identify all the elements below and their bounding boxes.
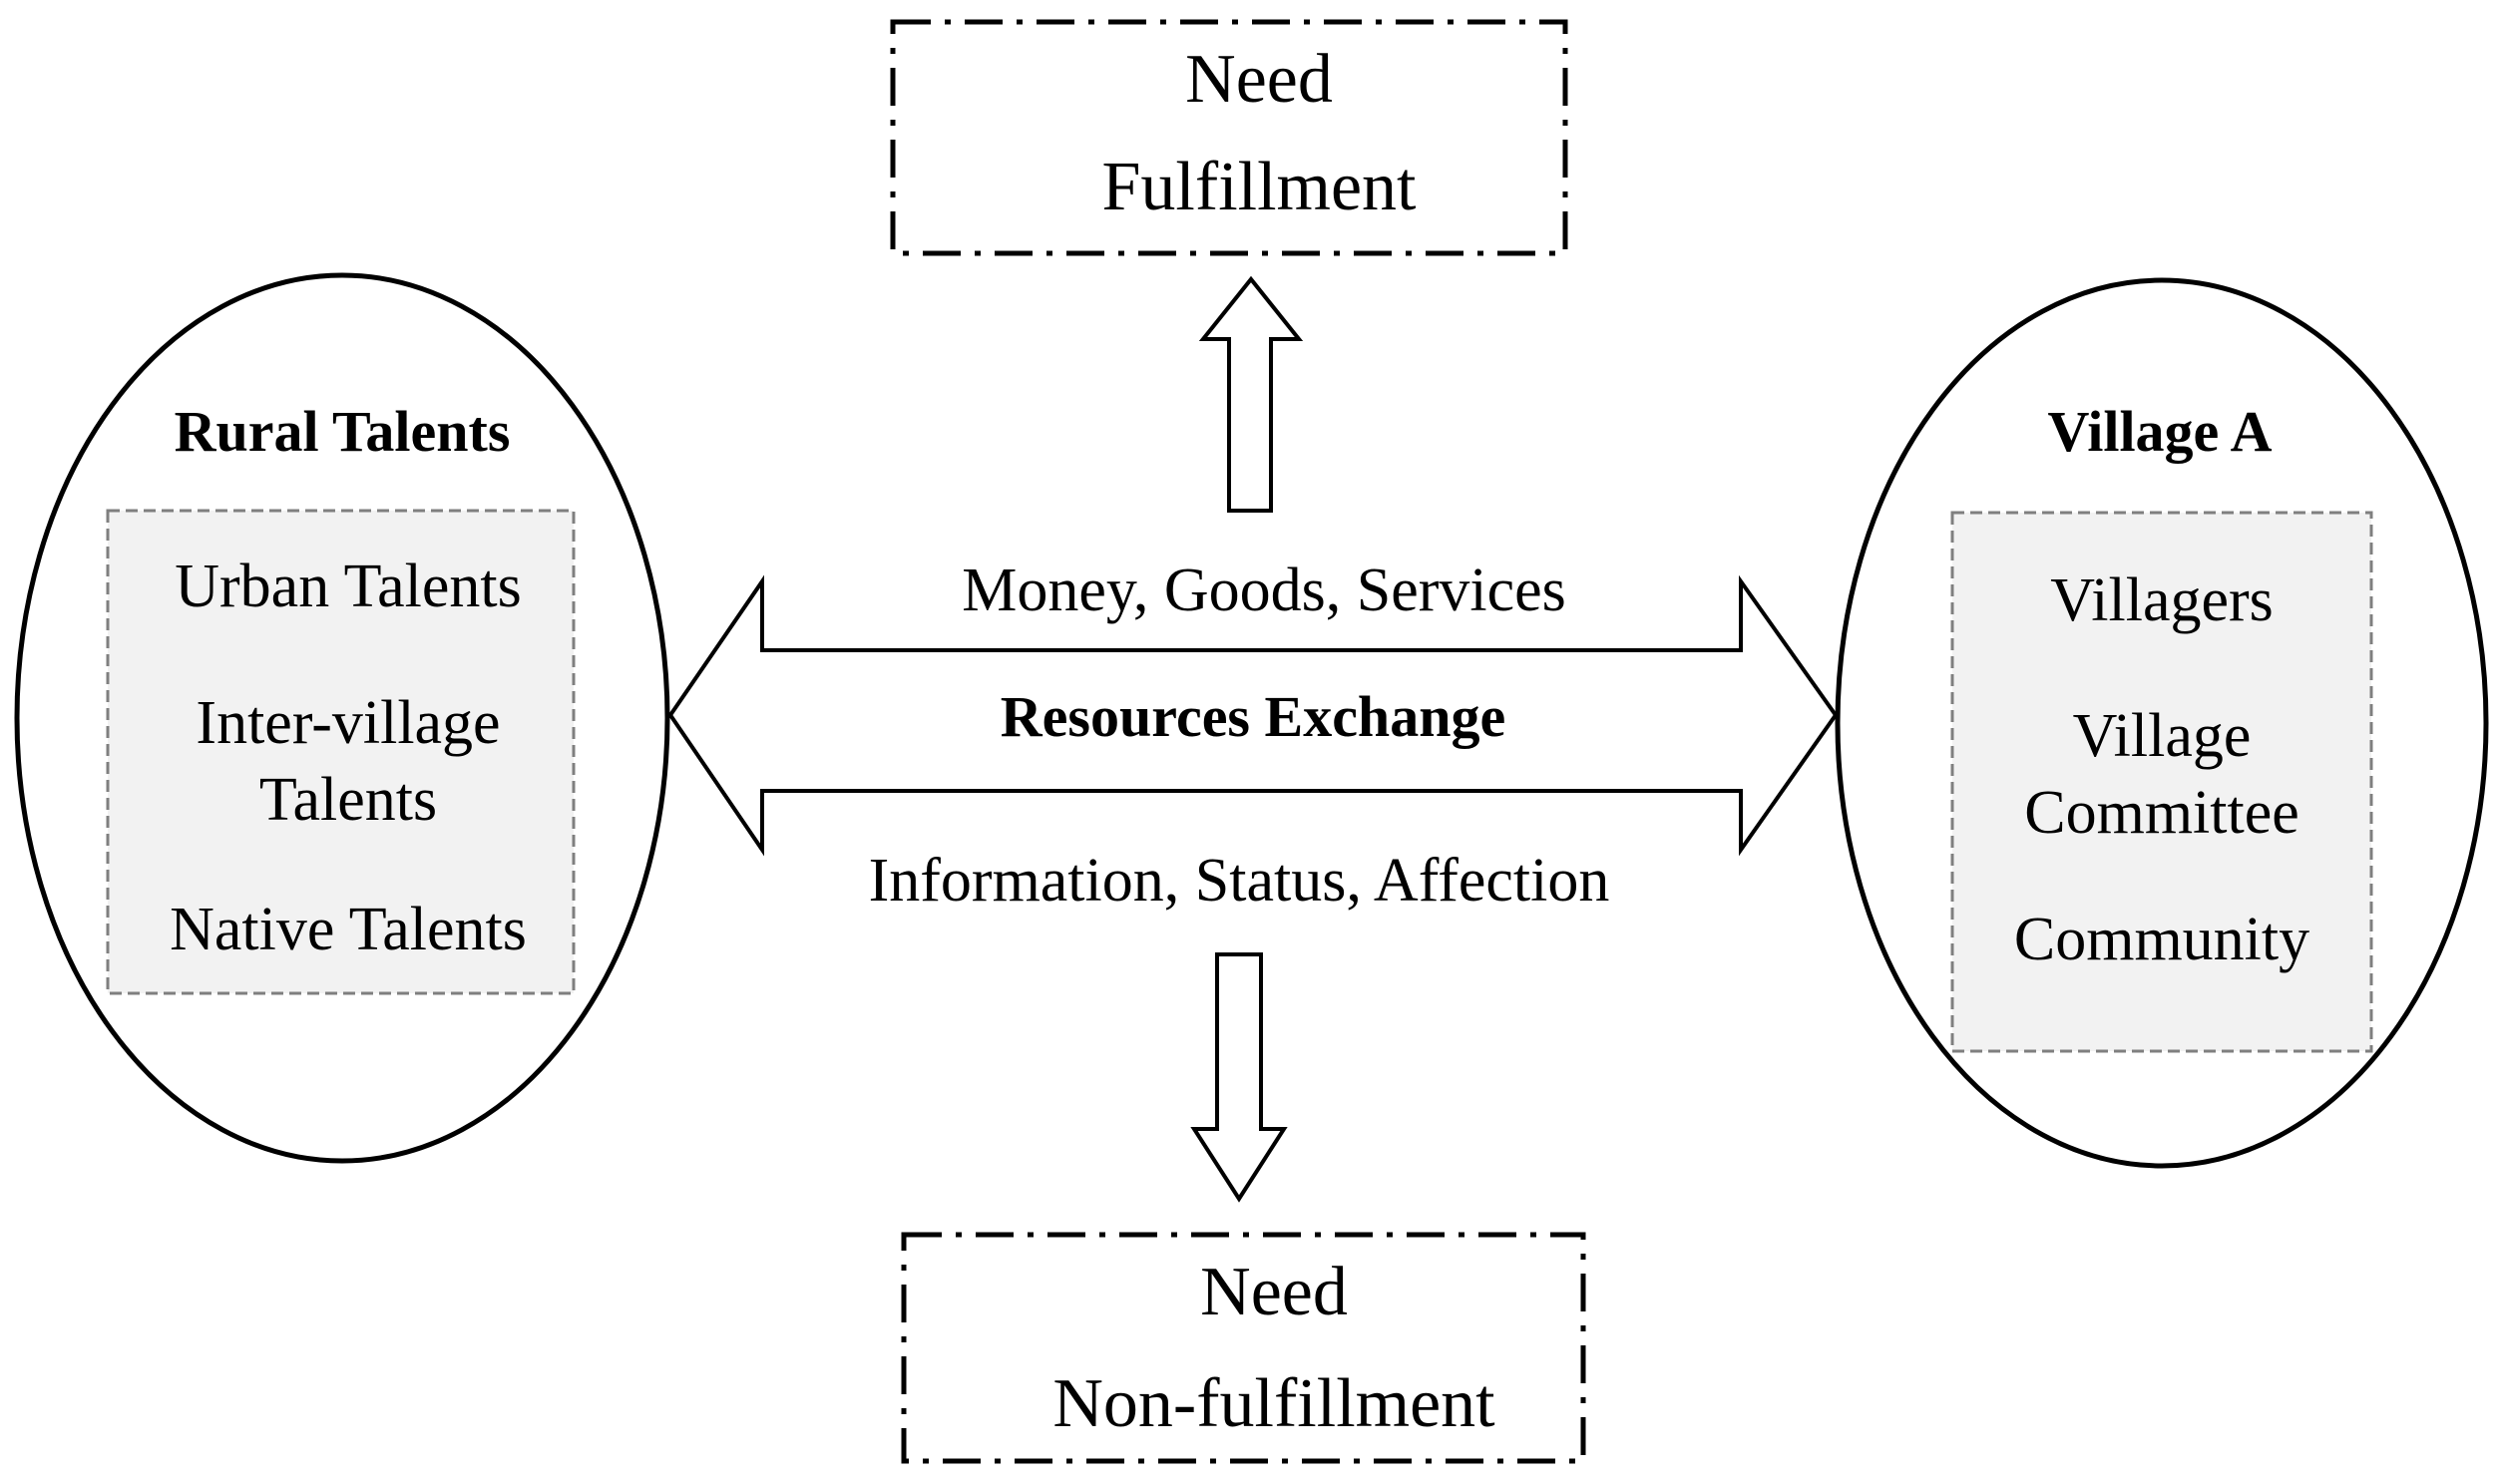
rural-talents-item-native: Native Talents — [170, 896, 527, 963]
down-hollow-arrow — [1190, 952, 1288, 1203]
rural-talents-node: Rural Talents Urban Talents Inter-villag… — [14, 272, 670, 1164]
need-non-fulfillment-box — [901, 1232, 1586, 1464]
need-fulfillment-box — [890, 19, 1568, 256]
rural-talents-title: Rural Talents — [175, 399, 511, 464]
rural-talents-item-inter-village-line2: Talents — [259, 766, 437, 834]
rural-talents-inner-box — [106, 509, 576, 995]
village-a-ellipse — [1835, 277, 2489, 1169]
village-a-node: Village A Villagers Village Committee Co… — [1835, 277, 2489, 1169]
rural-talents-item-inter-village-line1: Inter-village — [196, 689, 500, 757]
need-non-fulfillment-line1: Need — [1200, 1254, 1348, 1330]
exchange-center-label: Resources Exchange — [1001, 684, 1505, 749]
need-non-fulfillment-node: Need Non-fulfillment — [901, 1232, 1586, 1464]
village-a-item-villagers: Villagers — [2050, 566, 2274, 634]
village-a-inner-box — [1950, 511, 2373, 1053]
village-a-item-community: Community — [2014, 906, 2309, 973]
up-hollow-arrow — [1198, 275, 1304, 513]
exchange-top-label: Money, Goods, Services — [962, 556, 1566, 624]
rural-talents-item-urban: Urban Talents — [175, 553, 521, 620]
village-a-title: Village A — [2047, 399, 2272, 464]
need-fulfillment-node: Need Fulfillment — [890, 19, 1568, 256]
rural-talents-ellipse — [14, 272, 670, 1164]
exchange-bottom-label: Information, Status, Affection — [869, 847, 1610, 915]
need-fulfillment-line1: Need — [1185, 41, 1333, 118]
need-fulfillment-line2: Fulfillment — [1102, 149, 1418, 225]
village-a-item-village-line2: Committee — [2024, 779, 2299, 847]
exchange-double-arrow — [667, 574, 1839, 857]
village-a-item-village-line1: Village — [2073, 702, 2252, 770]
need-non-fulfillment-line2: Non-fulfillment — [1052, 1365, 1495, 1442]
